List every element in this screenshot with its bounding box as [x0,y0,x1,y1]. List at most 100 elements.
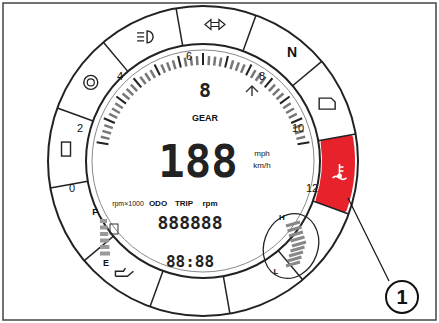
segment-divider [318,134,355,141]
fuel-bar [100,226,108,230]
rpm-scale-number: 4 [117,71,123,82]
outer-ring [48,6,358,316]
rpm-scale-number: 12 [306,183,318,194]
segment-divider [243,15,256,51]
indicator-label: N [287,45,297,59]
segment-divider [293,61,322,85]
inner-bezel [92,50,314,272]
tach-bar [112,109,120,114]
tach-bar [236,62,239,70]
tach-bar [231,60,234,69]
tach-bar [178,56,181,68]
tach-bar [251,70,256,78]
tach-bar [173,60,176,69]
tach-bar [104,125,112,128]
tach-bar [202,53,204,65]
segment-divider [103,42,127,71]
tach-bar [145,73,150,81]
segment-divider [150,271,163,307]
headlight-icon [137,31,153,43]
rpm-scale-number: 8 [259,71,265,82]
temp-bar [289,232,303,236]
indicator-label: TRIP [175,200,193,208]
fuel-pump-icon [110,224,118,234]
indicator-label: ODO [149,200,167,208]
rpm-scale-number: 0 [69,183,75,194]
segment-display: 88:88 [166,254,214,270]
tach-bar [167,62,170,70]
tach-bar [196,56,199,65]
tach-bar [101,137,110,139]
tach-bar [140,77,145,84]
temp-bar [289,252,303,256]
tach-bar [104,118,115,123]
rpm-scale-number: 10 [292,123,304,134]
tach-bar [265,78,273,87]
tach-bar [298,142,310,144]
tach-bar [220,58,222,67]
fuel-bar [100,239,109,243]
temp-bar [291,247,305,251]
tach-bar [277,94,284,100]
tach-bar [283,103,291,108]
indicator-label: mph [254,150,270,158]
oil-icon [115,268,133,276]
temp-bar [288,257,302,261]
indicator-label: L [274,268,279,276]
segment-display: 8 [199,80,211,100]
inner-ring [86,44,320,278]
segment-divider [223,276,230,313]
tach-bar [241,65,245,73]
highlight-ellipse [254,206,327,286]
segment-divider [176,8,183,45]
abs-icon-inner [87,79,94,86]
indicator-label: F [92,208,98,217]
tach-bar [289,114,297,118]
rpm-scale-number: 2 [77,123,83,134]
tach-bar [246,64,251,75]
coolant-temp-icon [332,164,346,180]
fuel-icon [62,142,71,156]
indicator-label: GEAR [192,114,218,123]
callout-number: 1 [396,287,407,307]
engine-icon [319,98,335,109]
segment-divider [57,108,93,121]
tach-bar [273,89,280,95]
callout-circle: 1 [385,280,419,314]
tach-bar [161,65,165,73]
fuel-bar [100,232,108,236]
dial [48,6,389,316]
shift-icon [246,86,258,96]
tach-bar [296,137,305,139]
indicator-label: rpm [202,200,217,208]
indicator-label: km/h [253,162,270,170]
tach-bar [151,70,156,78]
abs-icon [84,75,98,89]
tach-bar [155,64,160,75]
segment-divider [313,201,349,214]
indicator-label: H [279,214,285,222]
tach-bar [115,103,123,108]
tach-bar [286,109,294,114]
fuel-bar [100,219,107,223]
temp-bar [291,237,305,241]
fuel-bar [100,245,109,249]
temp-bar [286,262,300,266]
tach-bar [97,142,109,144]
segment-display: 888888 [157,214,222,232]
tach-bar [134,78,142,87]
tach-bar [102,131,111,134]
tach-bar [127,89,134,95]
segment-display: 188 [158,140,237,184]
segment-divider [84,236,113,260]
indicator-label: rpm×1000 [112,200,144,207]
tach-bar [280,97,290,104]
leader-line [348,198,389,281]
temp-bar [286,222,300,226]
tach-bar [269,85,275,92]
turn-signal-icon [205,20,225,30]
rpm-scale-number: 6 [186,51,192,62]
temp-bar [292,242,306,246]
frame [3,3,436,320]
